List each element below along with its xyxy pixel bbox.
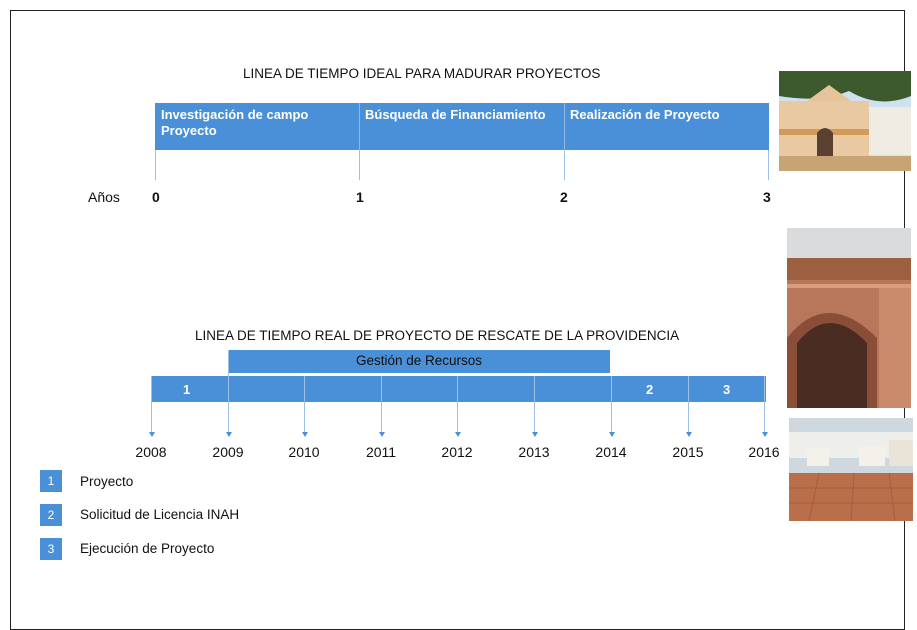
arch-photo (787, 228, 911, 408)
real-timeline-bar (151, 376, 766, 402)
ideal-tick-0: 0 (152, 189, 160, 205)
ideal-segment-3: Realización de Proyecto (564, 103, 769, 150)
year-label: 2015 (672, 444, 704, 460)
year-label: 2008 (135, 444, 167, 460)
ideal-tick-1: 1 (356, 189, 364, 205)
legend-label-licencia: Solicitud de Licencia INAH (80, 507, 240, 522)
year-label: 2010 (288, 444, 320, 460)
year-label: 2009 (212, 444, 244, 460)
gestion-recursos-label: Gestión de Recursos (355, 353, 483, 368)
year-tick-line (534, 376, 535, 432)
year-tick-line (764, 376, 765, 432)
year-tick-line (151, 376, 152, 432)
ideal-segment-divider (359, 103, 360, 150)
gestion-recursos-bar (228, 350, 610, 373)
ideal-segment-2: Búsqueda de Financiamiento (359, 103, 564, 150)
ideal-tick-line (359, 150, 360, 180)
year-tick-arrow (148, 432, 155, 437)
ideal-axis-label: Años (88, 189, 120, 205)
legend-label-ejecucion: Ejecución de Proyecto (80, 541, 215, 556)
year-label: 2011 (365, 444, 397, 460)
year-tick-arrow (608, 432, 615, 437)
year-tick-arrow (378, 432, 385, 437)
ideal-tick-line (155, 150, 156, 180)
year-label: 2014 (595, 444, 627, 460)
bar-number-2: 2 (646, 382, 654, 397)
year-tick-line (611, 376, 612, 432)
ideal-tick-line (768, 150, 769, 180)
legend-box-1: 1 (40, 470, 62, 492)
ideal-tick-2: 2 (560, 189, 568, 205)
year-tick-arrow (301, 432, 308, 437)
bar-number-1: 1 (183, 382, 191, 397)
year-tick-arrow (531, 432, 538, 437)
year-tick-arrow (761, 432, 768, 437)
year-tick-arrow (225, 432, 232, 437)
year-label: 2016 (748, 444, 780, 460)
ideal-segment-1: Investigación de campo Proyecto (155, 103, 359, 150)
year-label: 2012 (441, 444, 473, 460)
legend-box-2: 2 (40, 504, 62, 526)
year-tick-line (228, 350, 229, 432)
legend-label-proyecto: Proyecto (80, 474, 134, 489)
year-tick-line (381, 376, 382, 432)
year-label: 2013 (518, 444, 550, 460)
chapel-photo (779, 71, 911, 171)
ideal-tick-line (564, 150, 565, 180)
ideal-timeline-title: LINEA DE TIEMPO IDEAL PARA MADURAR PROYE… (243, 66, 601, 81)
year-tick-arrow (685, 432, 692, 437)
real-timeline-title: LINEA DE TIEMPO REAL DE PROYECTO DE RESC… (195, 328, 680, 343)
year-tick-line (457, 376, 458, 432)
year-tick-line (688, 376, 689, 432)
bar-number-3: 3 (723, 382, 731, 397)
year-tick-line (304, 376, 305, 432)
rooftop-photo (789, 418, 913, 521)
legend-box-3: 3 (40, 538, 62, 560)
year-tick-arrow (454, 432, 461, 437)
ideal-tick-3: 3 (763, 189, 771, 205)
ideal-segment-divider (564, 103, 565, 150)
